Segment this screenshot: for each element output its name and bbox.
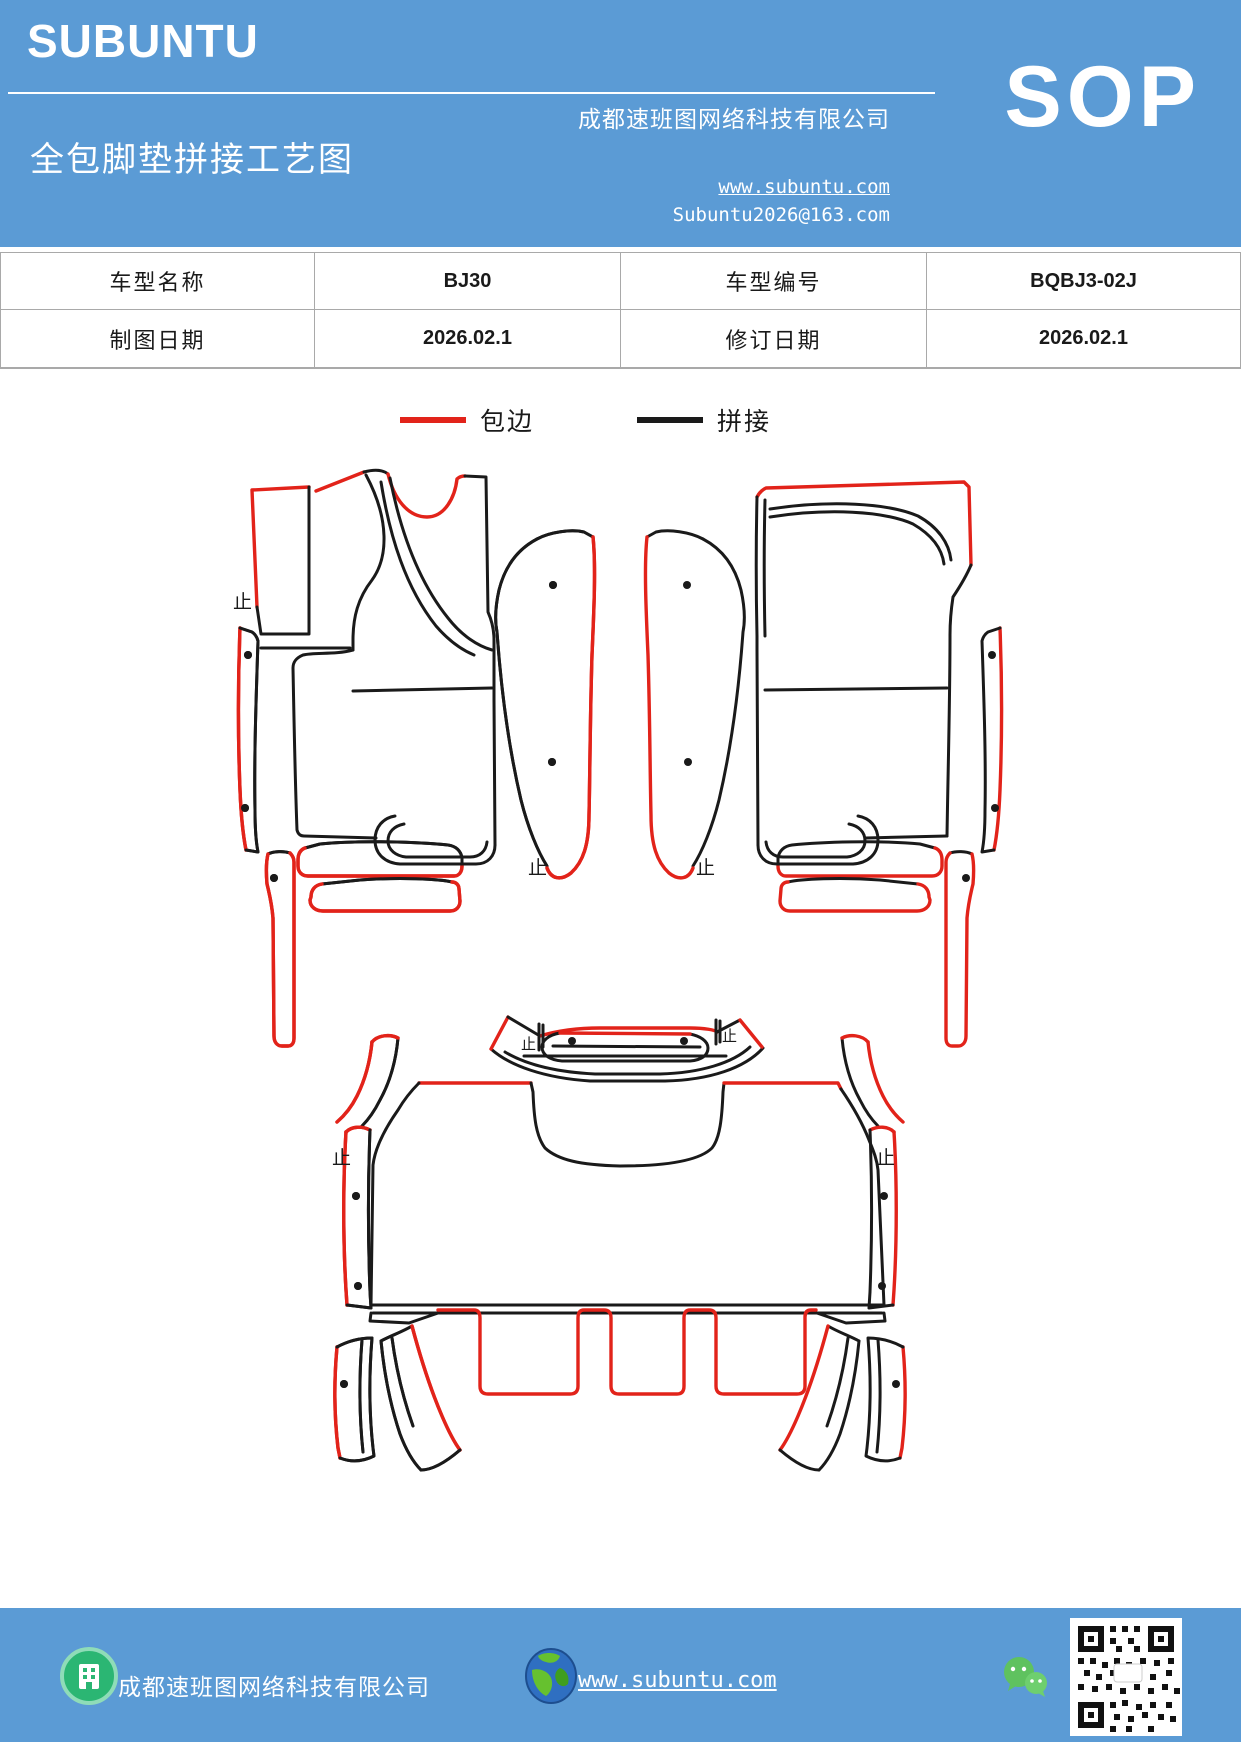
header-divider bbox=[8, 92, 935, 94]
stop-marker: 止 bbox=[722, 1028, 737, 1045]
header-banner: SUBUNTU 全包脚垫拼接工艺图 成都速班图网络科技有限公司 www.subu… bbox=[0, 0, 1241, 247]
table-cell-draw-date-label: 制图日期 bbox=[1, 310, 315, 368]
company-building-icon bbox=[60, 1647, 118, 1705]
front-left-mat-drawing bbox=[236, 468, 597, 1048]
front-mat-side-pieces bbox=[236, 529, 597, 1048]
header-contact-block: 成都速班图网络科技有限公司 www.subuntu.com Subuntu202… bbox=[578, 100, 890, 226]
footer-company-name: 成都速班图网络科技有限公司 bbox=[118, 1675, 430, 1700]
qr-code bbox=[1070, 1618, 1182, 1736]
stop-marker: 止 bbox=[521, 1036, 536, 1053]
splicing-line-swatch bbox=[637, 417, 703, 423]
front-right-mat-drawing bbox=[643, 480, 1004, 1048]
stop-marker: 止 bbox=[528, 857, 547, 879]
header-email: Subuntu2026@163.com bbox=[672, 204, 890, 226]
stop-marker: 止 bbox=[696, 857, 715, 879]
table-cell-model-name-label: 车型名称 bbox=[1, 253, 315, 310]
binding-line-swatch bbox=[400, 417, 466, 423]
table-cell-revise-date-label: 修订日期 bbox=[621, 310, 927, 368]
stop-marker: 止 bbox=[233, 591, 252, 613]
table-cell-model-name-value: BJ30 bbox=[315, 253, 621, 310]
globe-icon bbox=[525, 1648, 577, 1704]
header-website-link[interactable]: www.subuntu.com bbox=[718, 176, 890, 198]
splicing-label: 拼接 bbox=[717, 409, 772, 436]
page-title: 全包脚垫拼接工艺图 bbox=[30, 142, 354, 179]
rear-mat-drawing bbox=[333, 1015, 907, 1472]
vehicle-info-table: 车型名称 BJ30 车型编号 BQBJ3-02J 制图日期 2026.02.1 … bbox=[0, 252, 1241, 369]
table-cell-model-code-label: 车型编号 bbox=[621, 253, 927, 310]
stop-marker: 止 bbox=[332, 1147, 351, 1169]
table-cell-revise-date-value: 2026.02.1 bbox=[927, 310, 1240, 368]
table-cell-draw-date-value: 2026.02.1 bbox=[315, 310, 621, 368]
stop-marker: 止 bbox=[876, 1147, 895, 1169]
legend-item-binding: 包边 bbox=[400, 402, 534, 438]
mat-pattern-drawing: 止 止 止 止 止 止 止 bbox=[233, 468, 1004, 1472]
brand-logo: SUBUNTU bbox=[27, 15, 259, 67]
wechat-icon bbox=[1004, 1657, 1047, 1697]
footer-website-link[interactable]: www.subuntu.com bbox=[578, 1668, 777, 1693]
doc-type-label: SOP bbox=[1004, 49, 1201, 145]
header-company-name: 成都速班图网络科技有限公司 bbox=[578, 107, 890, 132]
binding-label: 包边 bbox=[480, 409, 535, 436]
table-cell-model-code-value: BQBJ3-02J bbox=[927, 253, 1240, 310]
legend-item-splicing: 拼接 bbox=[637, 402, 771, 438]
